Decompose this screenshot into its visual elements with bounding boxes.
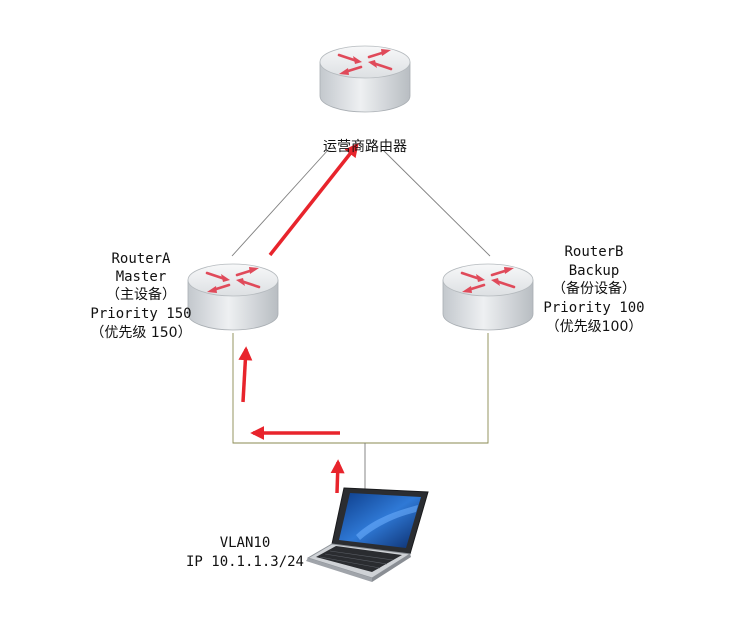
router-a-priority-cn: （优先级 150） [90,325,191,341]
laptop-icon [306,487,429,582]
traffic-arrow-up-to-router-a [238,346,253,403]
link-isp-router-b [382,149,491,257]
router-b-icon [441,262,535,332]
router-b-name: RouterB [564,244,623,260]
router-a-role: Master [116,269,167,285]
router-b-priority: Priority 100 [543,300,644,316]
host-ip-label: IP 10.1.1.3/24 [186,554,304,570]
router-b-role-cn: （备份设备） [552,280,636,297]
isp-router-icon [318,44,412,114]
host-vlan-label: VLAN10 [220,535,271,551]
link-isp-router-a [231,149,329,257]
router-a-role-cn: （主设备） [106,286,176,303]
lan-link-router-b [365,333,489,444]
traffic-arrow-up-from-host [330,459,345,494]
router-b-priority-cn: （优先级100） [546,319,643,335]
isp-router-label: 运营商路由器 [323,139,407,155]
router-b-role: Backup [569,263,620,279]
router-a-icon [186,262,280,332]
traffic-arrow-router-a-to-isp [268,142,359,257]
router-a-name: RouterA [111,251,171,267]
lan-link-router-a [232,333,365,444]
router-a-priority: Priority 150 [90,306,191,322]
